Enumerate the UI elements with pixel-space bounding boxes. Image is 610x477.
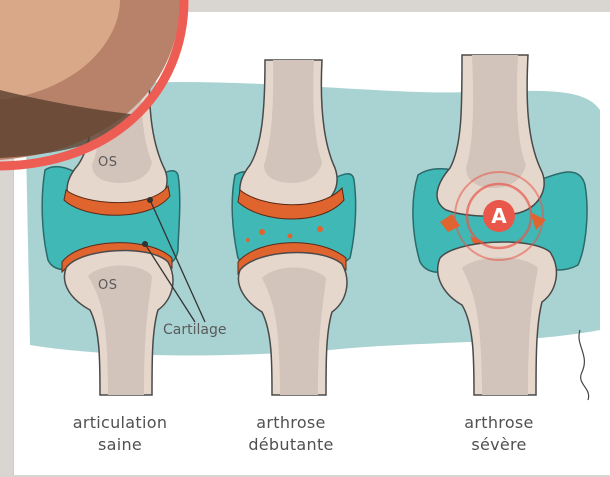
bone-label-bottom: OS — [98, 278, 117, 293]
artist-signature — [579, 330, 589, 400]
caption-early-line2: débutante — [226, 434, 356, 456]
marker-a-label: A — [484, 201, 514, 231]
caption-healthy: articulation saine — [52, 412, 188, 456]
bone-label-top: OS — [98, 155, 117, 170]
upper-bone-core-3 — [466, 55, 526, 188]
caption-severe-line2: sévère — [440, 434, 558, 456]
caption-early-line1: arthrose — [226, 412, 356, 434]
caption-healthy-line1: articulation — [52, 412, 188, 434]
cartilage-label: Cartilage — [163, 322, 226, 338]
caption-severe: arthrose sévère — [440, 412, 558, 456]
caption-healthy-line2: saine — [52, 434, 188, 456]
caption-severe-line1: arthrose — [440, 412, 558, 434]
caption-early: arthrose débutante — [226, 412, 356, 456]
